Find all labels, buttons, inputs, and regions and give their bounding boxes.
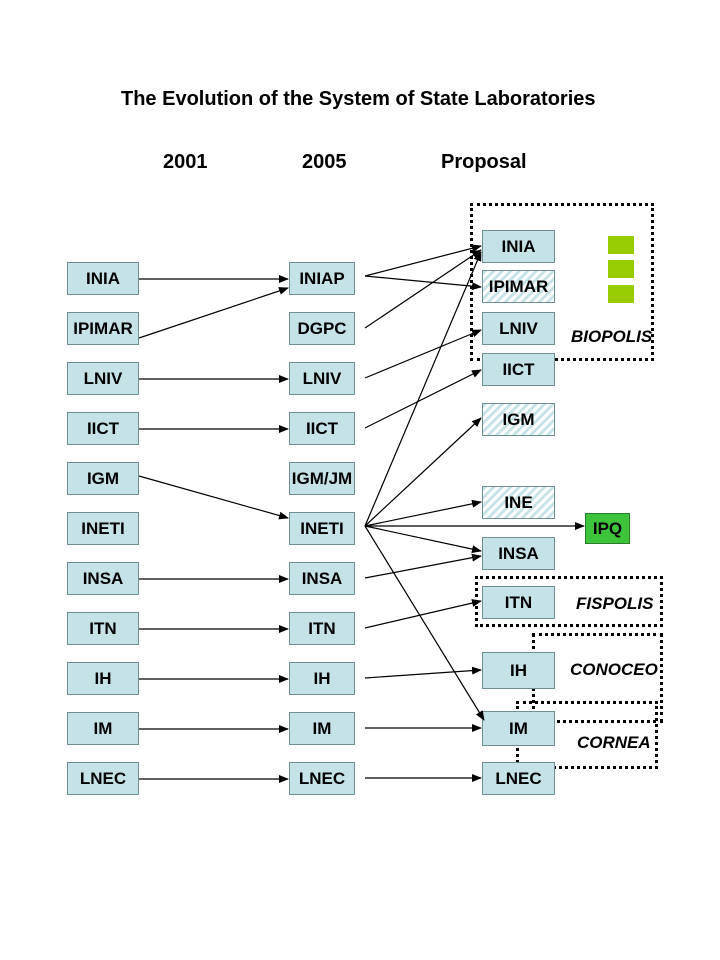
conoceo-label: CONOCEO <box>570 660 658 679</box>
lab-2001-igm: IGM <box>67 462 139 495</box>
lab-2005-dgpc: DGPC <box>289 312 355 345</box>
column-header-2005: 2005 <box>302 151 347 173</box>
lab-2005-lniv: LNIV <box>289 362 355 395</box>
arrow-iict-to-iict <box>364 369 482 429</box>
arrow-iniap-to-inia <box>364 244 482 277</box>
lab-2005-iniap: INIAP <box>289 262 355 295</box>
lab-2001-ih: IH <box>67 662 139 695</box>
arrow-ineti-to-igm <box>364 417 482 527</box>
lab-2005-im: IM <box>289 712 355 745</box>
lab-2005-ih: IH <box>289 662 355 695</box>
arrow-ineti-to-im <box>364 525 485 721</box>
lab-2005-lnec: LNEC <box>289 762 355 795</box>
arrow-ineti-to-insa <box>364 525 482 554</box>
arrow-ineti-to-inia <box>364 251 482 527</box>
lab-proposal-itn: ITN <box>482 586 555 619</box>
biopolis-label: BIOPOLIS <box>571 327 653 346</box>
lab-2005-igm-jm: IGM/JM <box>289 462 355 495</box>
lab-proposal-ine: INE <box>482 486 555 519</box>
lab-2001-im: IM <box>67 712 139 745</box>
lab-2005-iict: IICT <box>289 412 355 445</box>
lab-2001-insa: INSA <box>67 562 139 595</box>
lab-2001-ineti: INETI <box>67 512 139 545</box>
lab-2005-itn: ITN <box>289 612 355 645</box>
lab-2001-lnec: LNEC <box>67 762 139 795</box>
arrow-iniap-to-ipimar <box>364 275 482 291</box>
biopolis-group-frame <box>470 203 654 361</box>
lab-2001-inia: INIA <box>67 262 139 295</box>
cornea-label: CORNEA <box>577 733 651 752</box>
lab-2005-ineti: INETI <box>289 512 355 545</box>
lab-2001-ipimar: IPIMAR <box>67 312 139 345</box>
lab-proposal-igm: IGM <box>482 403 555 436</box>
arrow-ih-to-ih <box>364 666 482 679</box>
lab-proposal-ih: IH <box>482 652 555 689</box>
lab-2001-iict: IICT <box>67 412 139 445</box>
lab-proposal-insa: INSA <box>482 537 555 570</box>
legend-square <box>608 260 634 278</box>
legend-square <box>608 236 634 254</box>
fispolis-label: FISPOLIS <box>576 594 654 613</box>
arrow-itn-to-itn <box>364 599 482 629</box>
arrow-igm-to-ineti <box>138 475 289 520</box>
arrow-insa-to-insa <box>364 553 482 579</box>
lab-proposal-inia: INIA <box>482 230 555 263</box>
lab-proposal-lnec: LNEC <box>482 762 555 795</box>
legend-square <box>608 285 634 303</box>
lab-proposal-iict: IICT <box>482 353 555 386</box>
arrow-ineti-to-ine <box>364 499 482 527</box>
lab-ipq: IPQ <box>585 513 630 544</box>
lab-2001-lniv: LNIV <box>67 362 139 395</box>
arrow-dgpc-to-inia <box>364 249 482 329</box>
column-header-2001: 2001 <box>163 151 208 173</box>
arrow-ipimar-to-iniap <box>138 287 289 339</box>
column-header-proposal: Proposal <box>441 151 527 173</box>
lab-2001-itn: ITN <box>67 612 139 645</box>
arrow-lniv-to-lniv <box>364 329 482 379</box>
lab-proposal-im: IM <box>482 711 555 746</box>
lab-proposal-lniv: LNIV <box>482 312 555 345</box>
lab-proposal-ipimar: IPIMAR <box>482 270 555 303</box>
lab-2005-insa: INSA <box>289 562 355 595</box>
diagram-title: The Evolution of the System of State Lab… <box>121 88 596 110</box>
